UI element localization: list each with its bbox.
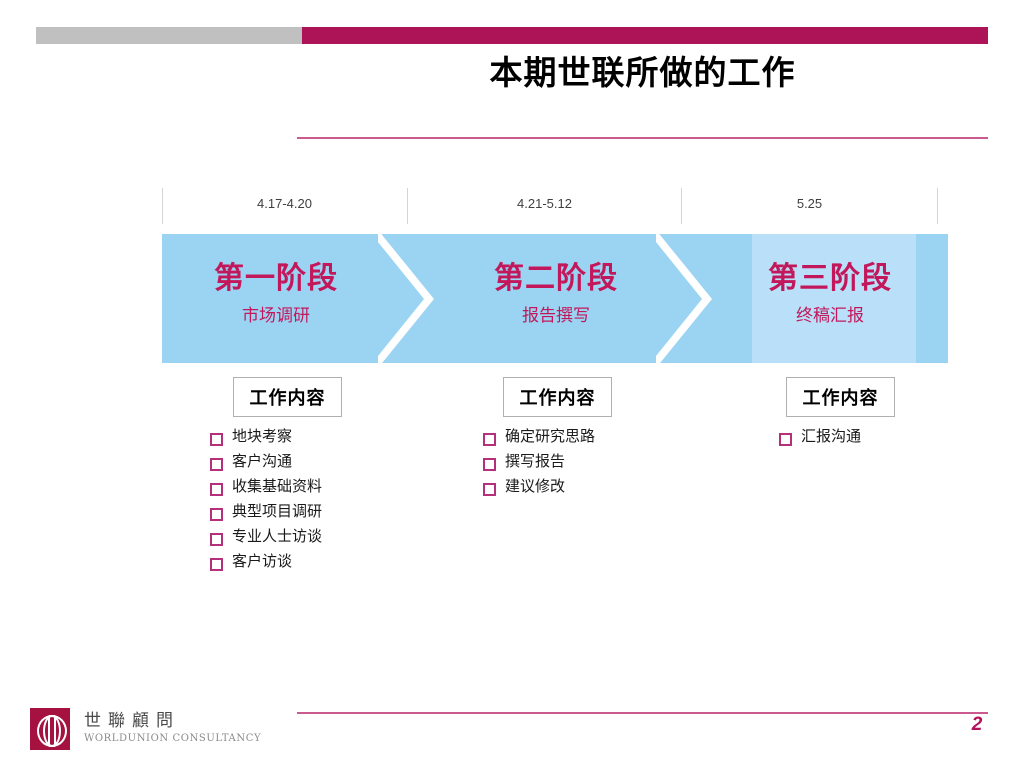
- timeline-date-3: 5.25: [796, 196, 823, 211]
- worldunion-emblem-icon: [30, 708, 70, 750]
- square-bullet-icon: [210, 533, 223, 546]
- brand-name-en: WORLDUNION CONSULTANCY: [84, 733, 262, 745]
- list-item-label: 撰写报告: [505, 453, 566, 470]
- square-bullet-icon: [779, 433, 792, 446]
- list-item: 撰写报告: [483, 453, 595, 471]
- stage-1-subtitle: 市场调研: [242, 306, 310, 325]
- square-bullet-icon: [210, 458, 223, 471]
- stage-2-title: 第二阶段: [494, 262, 618, 295]
- work-content-box-2: 工作内容: [503, 377, 612, 417]
- timeline-tick-3: [681, 188, 682, 224]
- brand-logo-text: 世聯顧問 WORLDUNION CONSULTANCY: [84, 711, 262, 745]
- brand-name-cn: 世聯顧問: [84, 711, 180, 732]
- page-title: 本期世联所做的工作: [489, 54, 796, 91]
- stage-2: 第二阶段 报告撰写: [448, 260, 664, 330]
- list-item: 客户访谈: [210, 553, 322, 571]
- brand-logo: 世聯顧問 WORLDUNION CONSULTANCY: [30, 708, 261, 750]
- list-item-label: 地块考察: [232, 428, 293, 445]
- list-item: 客户沟通: [210, 453, 322, 471]
- stage-1-title: 第一阶段: [214, 262, 338, 295]
- square-bullet-icon: [483, 433, 496, 446]
- stage-2-subtitle: 报告撰写: [522, 306, 590, 325]
- square-bullet-icon: [210, 508, 223, 521]
- work-content-list-2: 确定研究思路撰写报告建议修改: [483, 428, 595, 503]
- chevron-separator-2-icon: [656, 234, 712, 363]
- square-bullet-icon: [210, 483, 223, 496]
- list-item: 专业人士访谈: [210, 528, 322, 546]
- footer-divider: [297, 712, 988, 714]
- list-item-label: 客户沟通: [232, 453, 293, 470]
- stage-3-title: 第三阶段: [768, 262, 892, 295]
- square-bullet-icon: [483, 483, 496, 496]
- work-content-box-3: 工作内容: [786, 377, 895, 417]
- square-bullet-icon: [210, 558, 223, 571]
- title-divider: [297, 137, 988, 139]
- timeline-date-2: 4.21-5.12: [517, 196, 572, 211]
- list-item-label: 客户访谈: [232, 553, 293, 570]
- page-number: 2: [971, 714, 983, 735]
- work-content-list-1: 地块考察客户沟通收集基础资料典型项目调研专业人士访谈客户访谈: [210, 428, 322, 578]
- list-item: 确定研究思路: [483, 428, 595, 446]
- list-item-label: 典型项目调研: [232, 503, 323, 520]
- list-item: 建议修改: [483, 478, 595, 496]
- timeline-date-1: 4.17-4.20: [257, 196, 312, 211]
- list-item-label: 建议修改: [505, 478, 566, 495]
- stage-1: 第一阶段 市场调研: [168, 260, 384, 330]
- stage-band: [162, 234, 948, 363]
- work-content-list-3: 汇报沟通: [779, 428, 861, 453]
- timeline-tick-4: [937, 188, 938, 224]
- list-item: 汇报沟通: [779, 428, 861, 446]
- chevron-separator-1-icon: [378, 234, 434, 363]
- list-item-label: 收集基础资料: [232, 478, 323, 495]
- list-item-label: 专业人士访谈: [232, 528, 323, 545]
- list-item: 地块考察: [210, 428, 322, 446]
- header-bar-gray: [36, 27, 302, 44]
- stage-3-subtitle: 终稿汇报: [796, 306, 864, 325]
- stage-3-highlight-box: [752, 234, 916, 363]
- square-bullet-icon: [210, 433, 223, 446]
- list-item-label: 汇报沟通: [801, 428, 862, 445]
- timeline-tick-2: [407, 188, 408, 224]
- work-content-box-1: 工作内容: [233, 377, 342, 417]
- list-item: 典型项目调研: [210, 503, 322, 521]
- stage-3: 第三阶段 终稿汇报: [722, 260, 938, 330]
- timeline-row: 4.17-4.20 4.21-5.12 5.25: [160, 188, 940, 224]
- timeline-tick-1: [162, 188, 163, 224]
- square-bullet-icon: [483, 458, 496, 471]
- list-item-label: 确定研究思路: [505, 428, 596, 445]
- header-bar-magenta: [302, 27, 988, 44]
- list-item: 收集基础资料: [210, 478, 322, 496]
